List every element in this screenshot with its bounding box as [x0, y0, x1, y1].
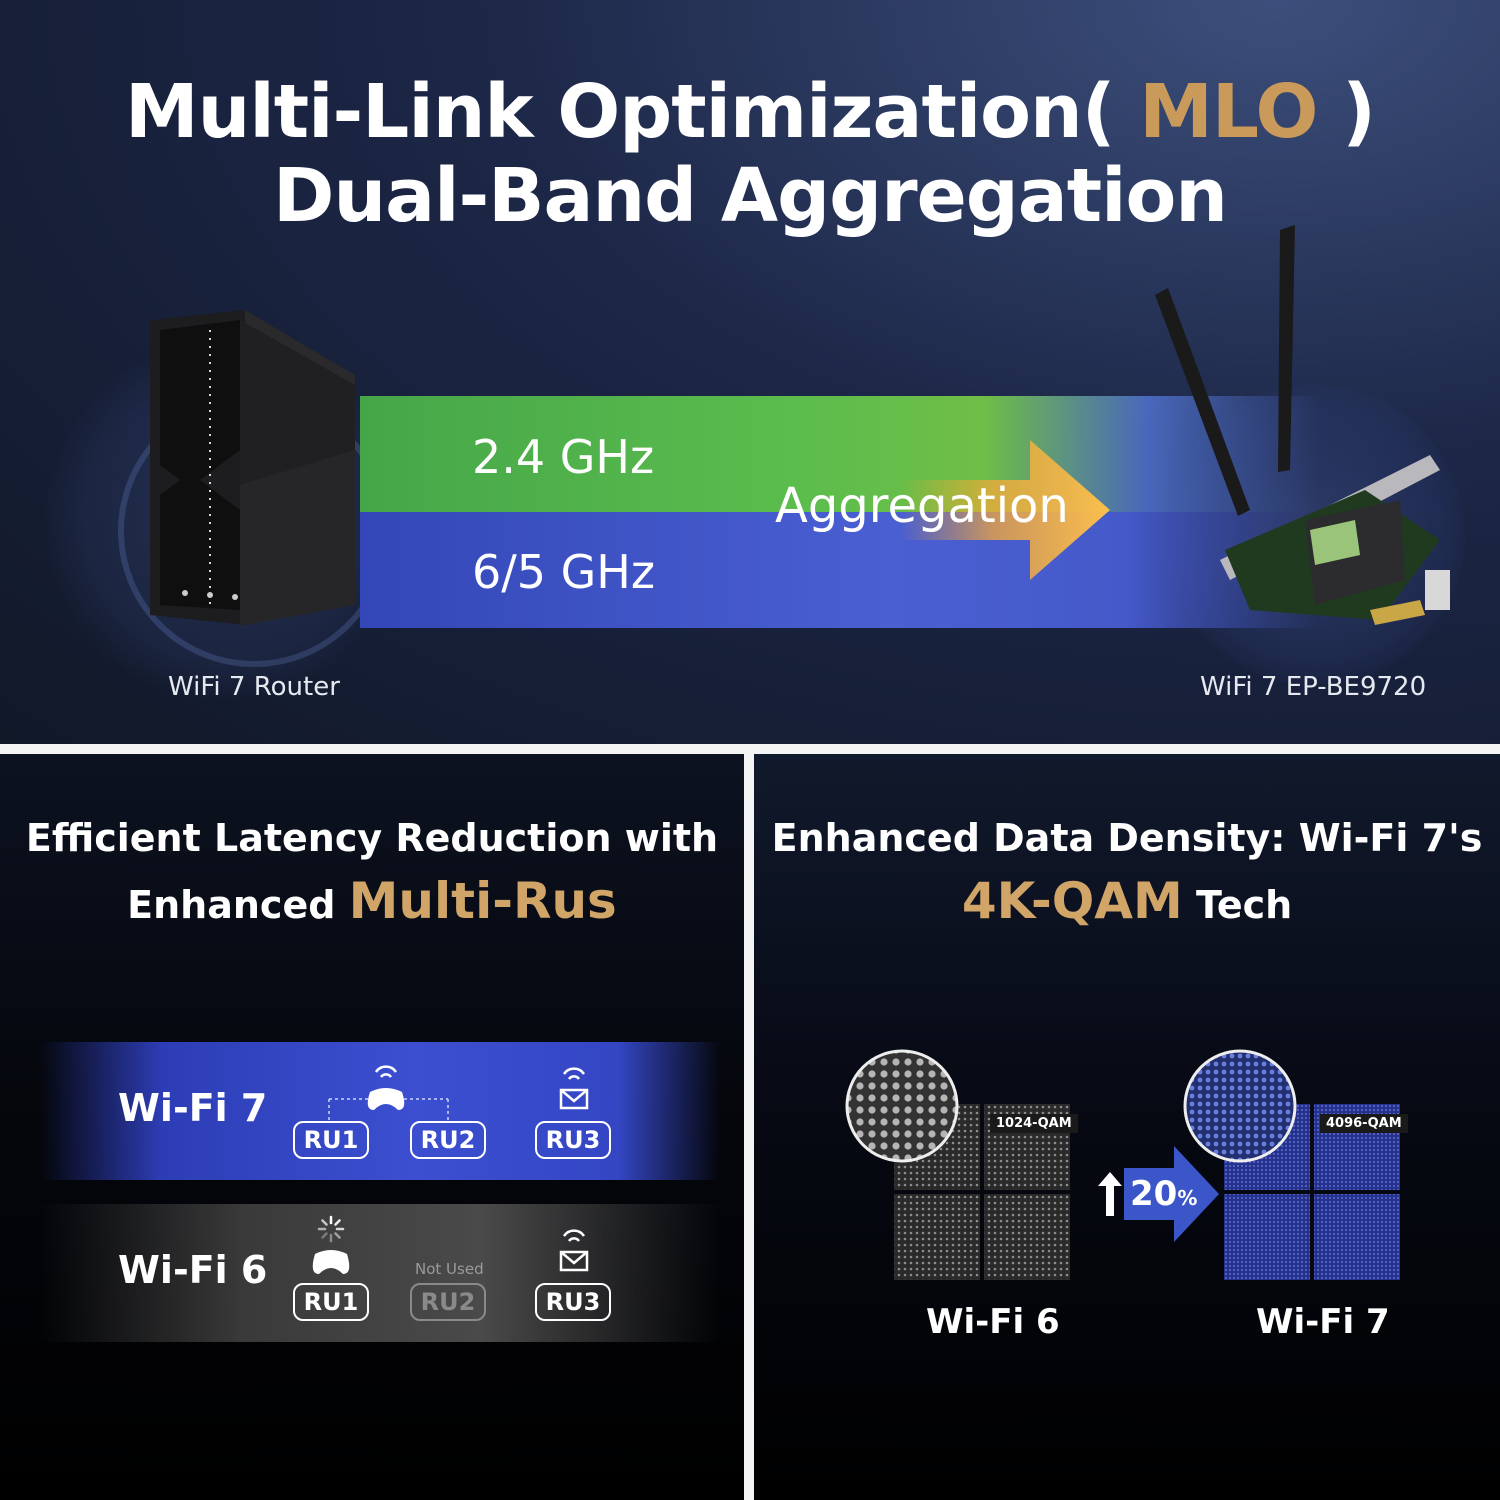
density-title-line2: 4K-QAM Tech: [754, 872, 1500, 930]
aggregation-label: Aggregation: [775, 478, 1069, 534]
title-line2: Dual-Band Aggregation: [273, 153, 1228, 239]
increase-percent: 20%: [1130, 1174, 1197, 1214]
density-panel: Enhanced Data Density: Wi-Fi 7's 4K-QAM …: [754, 754, 1500, 1500]
aggregation-arrow-icon: [900, 440, 1110, 580]
wifi7-ru-row: Wi-Fi 7 RU1 RU2 RU3: [40, 1042, 720, 1180]
wifi6-row-label: Wi-Fi 6: [118, 1248, 268, 1292]
increase-unit: %: [1177, 1186, 1198, 1210]
wifi6-ru2: RU2: [410, 1283, 486, 1321]
qam4096-grid-icon: [1183, 1049, 1400, 1280]
loading-spinner-icon: [317, 1215, 345, 1243]
wifi7-row-label: Wi-Fi 7: [118, 1086, 268, 1130]
band-2-4ghz: [360, 396, 1320, 512]
density-title-line1: Enhanced Data Density: Wi-Fi 7's: [771, 816, 1483, 860]
vertical-divider: [744, 744, 754, 1500]
wifi7-ru1: RU1: [293, 1121, 369, 1159]
wifi-mail-icon: [559, 1229, 589, 1272]
latency-title-line2: Enhanced Multi-Rus: [0, 872, 744, 930]
qam1024-grid-icon: [845, 1049, 1070, 1280]
wifi6-ru1: RU1: [293, 1283, 369, 1321]
band-2-4ghz-label: 2.4 GHz: [472, 430, 655, 484]
qam4096-label: 4096-QAM: [1320, 1114, 1408, 1133]
qam1024-label: 1024-QAM: [990, 1114, 1078, 1133]
wifi7-ru2: RU2: [410, 1121, 486, 1159]
wifi6-ru-row: Wi-Fi 6 Not Used: [40, 1204, 720, 1342]
latency-title-pre: Enhanced: [127, 883, 336, 927]
wifi6-ru3: RU3: [535, 1283, 611, 1321]
increase-value: 20: [1130, 1174, 1178, 1214]
title-line1-pre: Multi-Link Optimization(: [125, 69, 1115, 155]
increase-arrow-icon: [1098, 1146, 1219, 1242]
title-line1-accent: MLO: [1139, 69, 1318, 155]
wifi-gamepad-icon: [328, 1065, 449, 1120]
density-wifi7-label: Wi-Fi 7: [1256, 1302, 1390, 1342]
mlo-title: Multi-Link Optimization( MLO ) Dual-Band…: [0, 70, 1500, 238]
gamepad-icon: [312, 1250, 350, 1274]
router-label: WiFi 7 Router: [168, 672, 340, 702]
card-label: WiFi 7 EP-BE9720: [1200, 672, 1427, 702]
latency-panel: Efficient Latency Reduction with Enhance…: [0, 754, 744, 1500]
mlo-panel: Multi-Link Optimization( MLO ) Dual-Band…: [0, 0, 1500, 744]
router-image: [150, 310, 355, 625]
pcie-card-image: [1155, 225, 1450, 625]
density-title-post: Tech: [1195, 883, 1293, 927]
not-used-label: Not Used: [415, 1260, 484, 1278]
title-line1-post: ): [1342, 69, 1376, 155]
latency-title-line1: Efficient Latency Reduction with: [25, 816, 719, 860]
density-title-accent: 4K-QAM: [961, 872, 1183, 930]
wifi7-ru3: RU3: [535, 1121, 611, 1159]
band-6-5ghz: [360, 512, 1320, 628]
density-wifi6-label: Wi-Fi 6: [926, 1302, 1060, 1342]
latency-title-accent: Multi-Rus: [348, 872, 617, 930]
wifi-mail-icon: [559, 1067, 589, 1110]
band-6-5ghz-label: 6/5 GHz: [472, 545, 656, 599]
